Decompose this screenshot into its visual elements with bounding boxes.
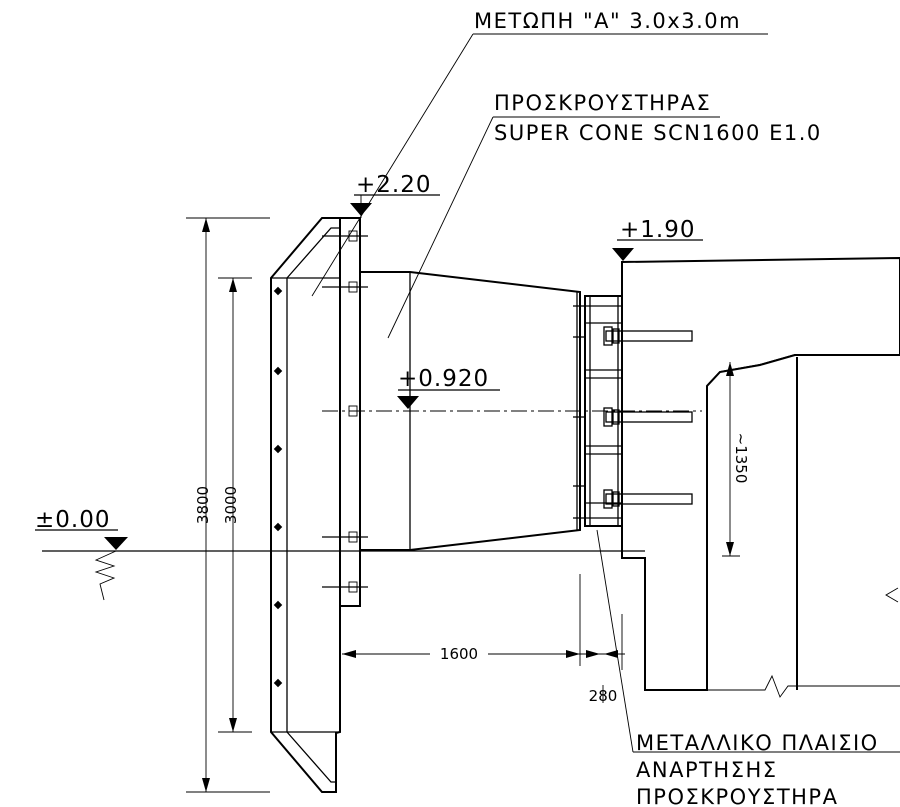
dim-panel-height-text: 3800 <box>194 486 212 524</box>
elev-fender-axis: +0.920 <box>398 366 489 392</box>
fender-label-line2: SUPER CONE SCN1600 E1.0 <box>494 121 822 145</box>
elev-panel-top: +2.20 <box>356 172 431 198</box>
leader-lines <box>311 33 900 753</box>
elev-quay-top-marker <box>612 239 703 261</box>
stud <box>348 405 358 417</box>
anchor-bolt <box>603 326 693 346</box>
elev-quay-top: +1.90 <box>620 217 695 243</box>
anchor-bolt <box>603 407 693 427</box>
anchor-bolt <box>603 489 693 509</box>
panel-label: ΜΕΤΩΠΗ "Α" 3.0x3.0m <box>474 9 741 33</box>
frame-label-line1: ΜΕΤΑΛΛΙΚΟ ΠΛΑΙΣΙΟ <box>636 731 879 755</box>
fender-label-line1: ΠΡΟΣΚΡΟΥΣΤΗΡΑΣ <box>494 91 711 115</box>
dim-beam-height <box>722 362 740 557</box>
stud <box>322 281 368 293</box>
elev-fender-axis-marker <box>397 389 500 409</box>
frontal-panel <box>270 217 368 793</box>
dim-panel-height <box>186 217 270 793</box>
dim-fender-length-text: 1600 <box>440 645 478 663</box>
frame-label-line2: ΑΝΑΡΤΗΣΗΣ <box>636 758 778 782</box>
stud <box>322 230 368 242</box>
elev-panel-top-marker <box>350 194 440 218</box>
stud <box>322 531 368 543</box>
dim-beam-height-text: ~1350 <box>732 433 750 484</box>
dim-panel-face-text: 3000 <box>222 486 240 524</box>
frame-label-line3: ΠΡΟΣΚΡΟΥΣΤΗΡΑ <box>636 785 838 807</box>
water-level <box>35 529 645 601</box>
panel-fixings <box>273 286 283 688</box>
dim-frame-depth-text: 280 <box>589 687 618 705</box>
dim-fender-length <box>342 574 581 666</box>
elev-water-level: ±0.00 <box>35 507 110 533</box>
dim-panel-face <box>218 277 252 733</box>
quay-wall <box>621 256 900 698</box>
stud <box>322 581 368 593</box>
